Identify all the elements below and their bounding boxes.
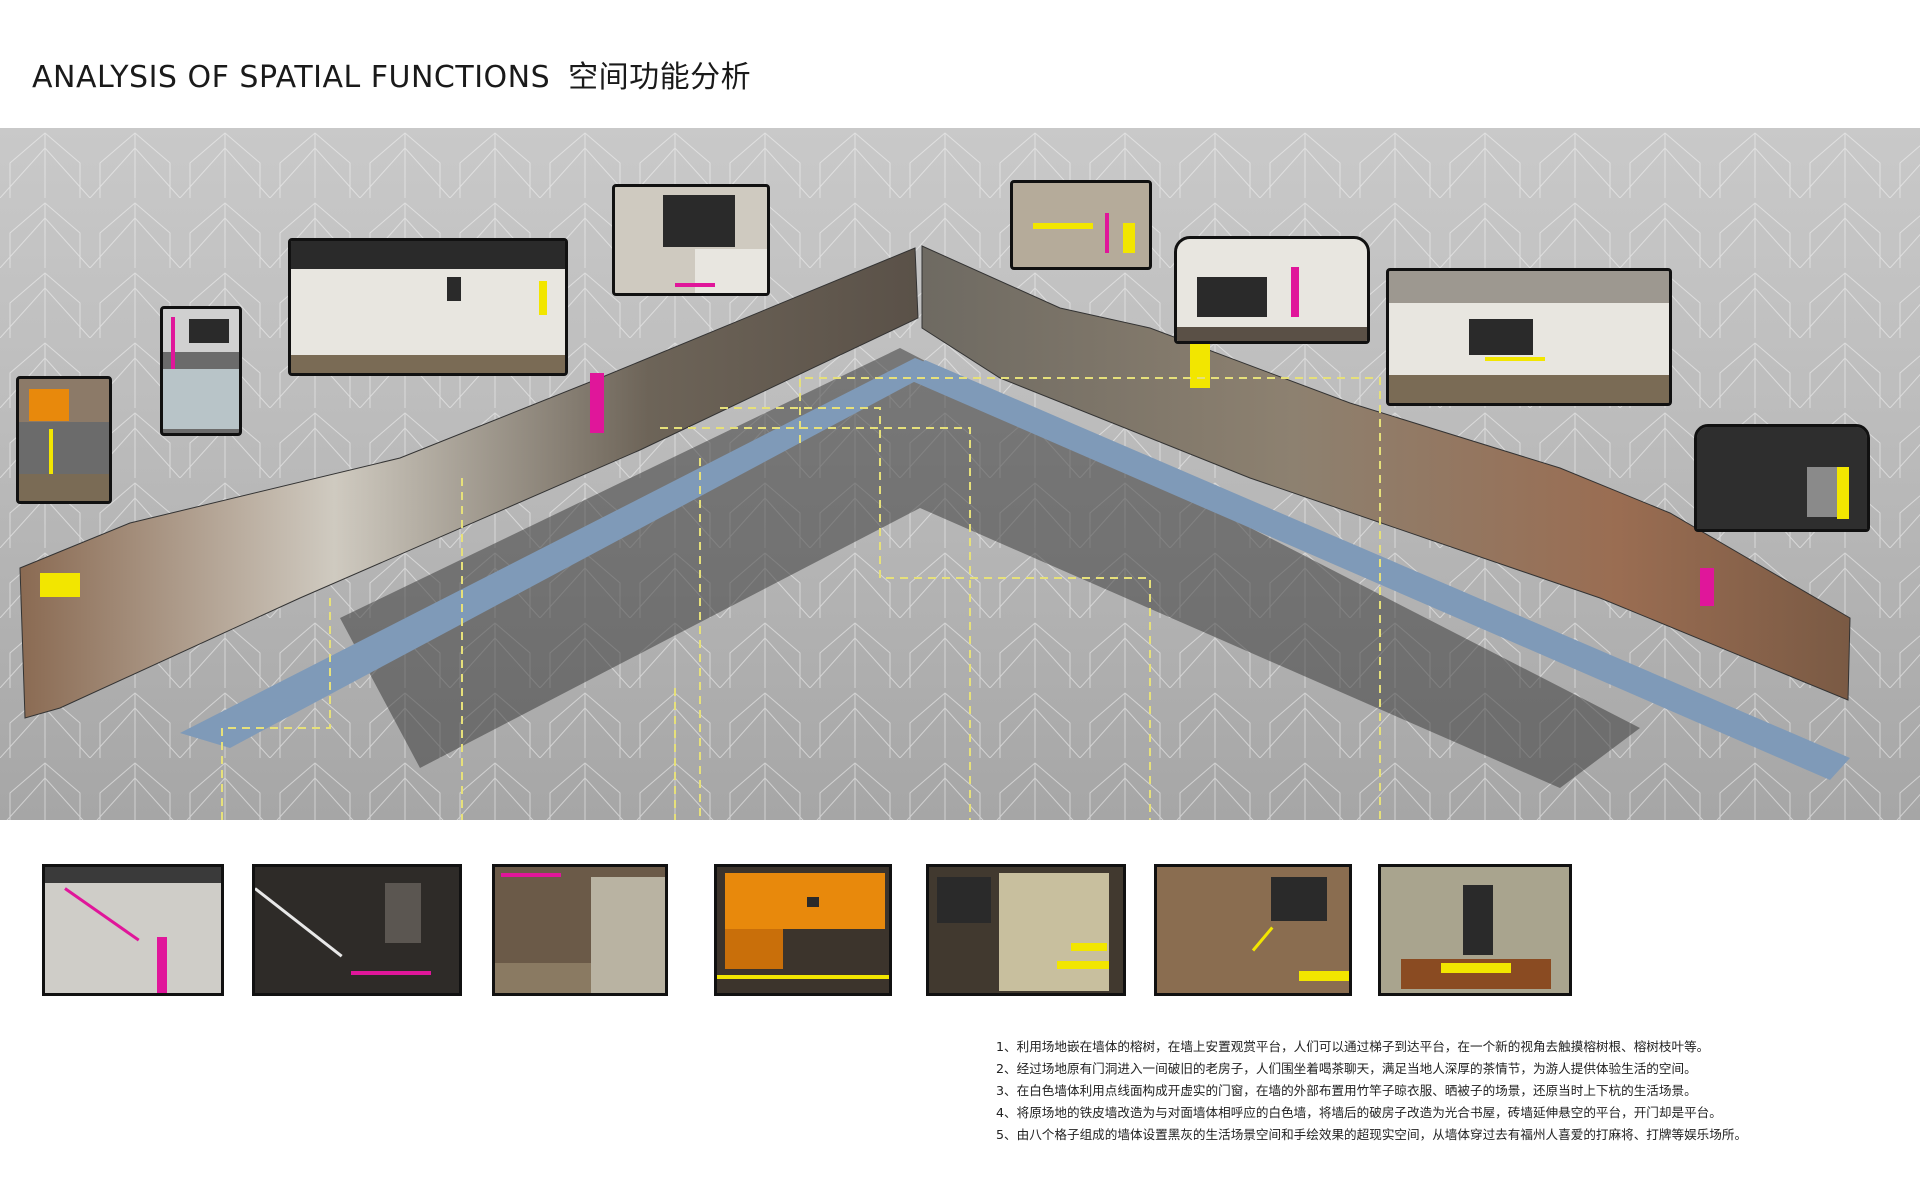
thumb-tea-house [492,864,668,996]
note-item: 1、利用场地嵌在墙体的榕树，在墙上安置观赏平台，人们可以通过梯子到达平台，在一个… [996,1039,1710,1054]
wall-yellow-frame [1190,338,1210,388]
wall-magenta-door [1700,568,1714,606]
street-drawing [0,128,1920,820]
thumb-hand-drawn-wall [1378,864,1572,996]
callout-yellow-stair [1010,180,1152,270]
leader-lines [221,377,1381,820]
thumb-dark-stair [252,864,462,996]
road-right [905,360,1850,780]
wall-magenta-frame [590,373,604,433]
callout-interior-door [612,184,770,296]
callout-mahjong-room [1694,424,1870,532]
callout-stair-window [160,306,242,436]
street-wall-right [921,245,1851,701]
title-cn: 空间功能分析 [568,60,752,95]
note-item: 4、将原场地的铁皮墙改造为与对面墙体相呼应的白色墙，将墙后的破房子改造为光合书屋… [996,1105,1722,1120]
callout-courtyard-platform [1386,268,1672,406]
callout-banyan-platform [16,376,112,504]
shadow-area [340,348,1640,788]
note-item: 2、经过场地原有门洞进入一间破旧的老房子，人们围坐着喝茶聊天，满足当地人深厚的茶… [996,1061,1697,1076]
title-en: ANALYSIS OF SPATIAL FUNCTIONS [32,60,551,95]
thumb-yellow-steps [926,864,1126,996]
road-left [180,358,940,748]
thumb-stair-white-wall [42,864,224,996]
page-title: ANALYSIS OF SPATIAL FUNCTIONS 空间功能分析 [32,52,751,96]
thumb-orange-reading-room [714,864,892,996]
wall-yellow-box [40,573,80,597]
function-notes: 1、利用场地嵌在墙体的榕树，在墙上安置观赏平台，人们可以通过梯子到达平台，在一个… [996,1036,1896,1146]
note-item: 3、在白色墙体利用点线面构成开虚实的门窗，在墙的外部布置用竹竿子晾衣服、晒被子的… [996,1083,1697,1098]
thumb-ruined-house [1154,864,1352,996]
street-wall-left [19,247,919,719]
street-axonometric-render [0,128,1920,820]
callout-white-wall-house [288,238,568,376]
callout-gable-room [1174,236,1370,344]
note-item: 5、由八个格子组成的墙体设置黑灰的生活场景空间和手绘效果的超现实空间，从墙体穿过… [996,1127,1748,1142]
